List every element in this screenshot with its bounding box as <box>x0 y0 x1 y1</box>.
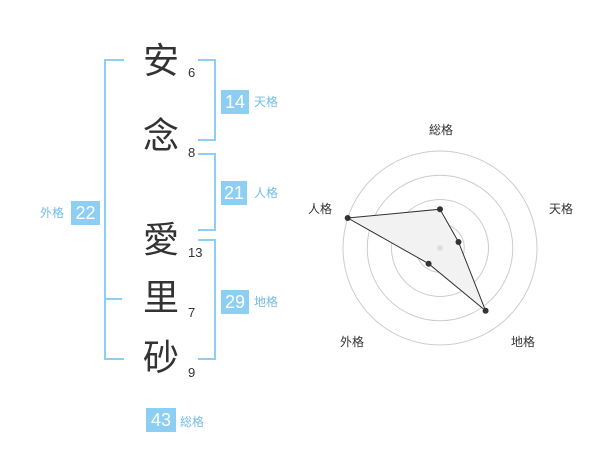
fortune-radar-chart: 総格 天格 地格 外格 人格 <box>308 122 573 349</box>
chikaku-value: 29 <box>221 290 249 314</box>
gaikaku-bracket-tick <box>104 298 122 300</box>
stroke-count-1: 6 <box>188 65 196 80</box>
radar-rings <box>342 150 538 346</box>
radar-ring-2 <box>391 199 489 297</box>
stroke-count-2: 8 <box>188 145 196 160</box>
radar-ring-3 <box>366 174 514 322</box>
radar-points <box>344 206 489 314</box>
chikaku-bracket <box>198 239 216 360</box>
name-char-4: 里 <box>142 278 179 319</box>
jinkaku-label: 人格 <box>254 186 279 200</box>
radar-point-0 <box>437 206 443 213</box>
gaikaku-value: 22 <box>71 201 100 225</box>
radar-point-2 <box>482 307 489 314</box>
name-char-3: 愛 <box>142 220 179 261</box>
tenkaku-bracket <box>198 59 216 141</box>
radar-label-soukaku: 総格 <box>429 122 453 137</box>
name-char-2: 念 <box>142 116 179 157</box>
radar-point-4 <box>344 215 351 221</box>
radar-label-tenkaku: 天格 <box>549 201 573 216</box>
radar-point-1 <box>455 239 462 245</box>
stroke-count-3: 13 <box>188 245 203 260</box>
radar-ring-4 <box>342 150 538 346</box>
stroke-count-5: 9 <box>188 365 196 380</box>
radar-center <box>437 245 443 251</box>
radar-label-gaikaku: 外格 <box>340 334 364 349</box>
jinkaku-bracket <box>198 153 216 231</box>
tenkaku-value: 14 <box>221 90 249 114</box>
chikaku-label: 地格 <box>254 295 279 309</box>
stroke-count-4: 7 <box>188 305 196 320</box>
gaikaku-label: 外格 <box>40 206 65 220</box>
name-char-1: 安 <box>142 41 179 82</box>
radar-label-jinkaku: 人格 <box>308 201 332 216</box>
tenkaku-label: 天格 <box>254 95 279 109</box>
name-char-5: 砂 <box>142 338 179 379</box>
radar-label-chikaku: 地格 <box>511 334 535 349</box>
radar-point-3 <box>425 260 432 267</box>
jinkaku-value: 21 <box>221 181 247 205</box>
soukaku-value: 43 <box>146 408 176 432</box>
soukaku-label: 総格 <box>180 415 205 429</box>
radar-polygon <box>346 208 487 312</box>
gaikaku-bracket <box>104 59 124 360</box>
